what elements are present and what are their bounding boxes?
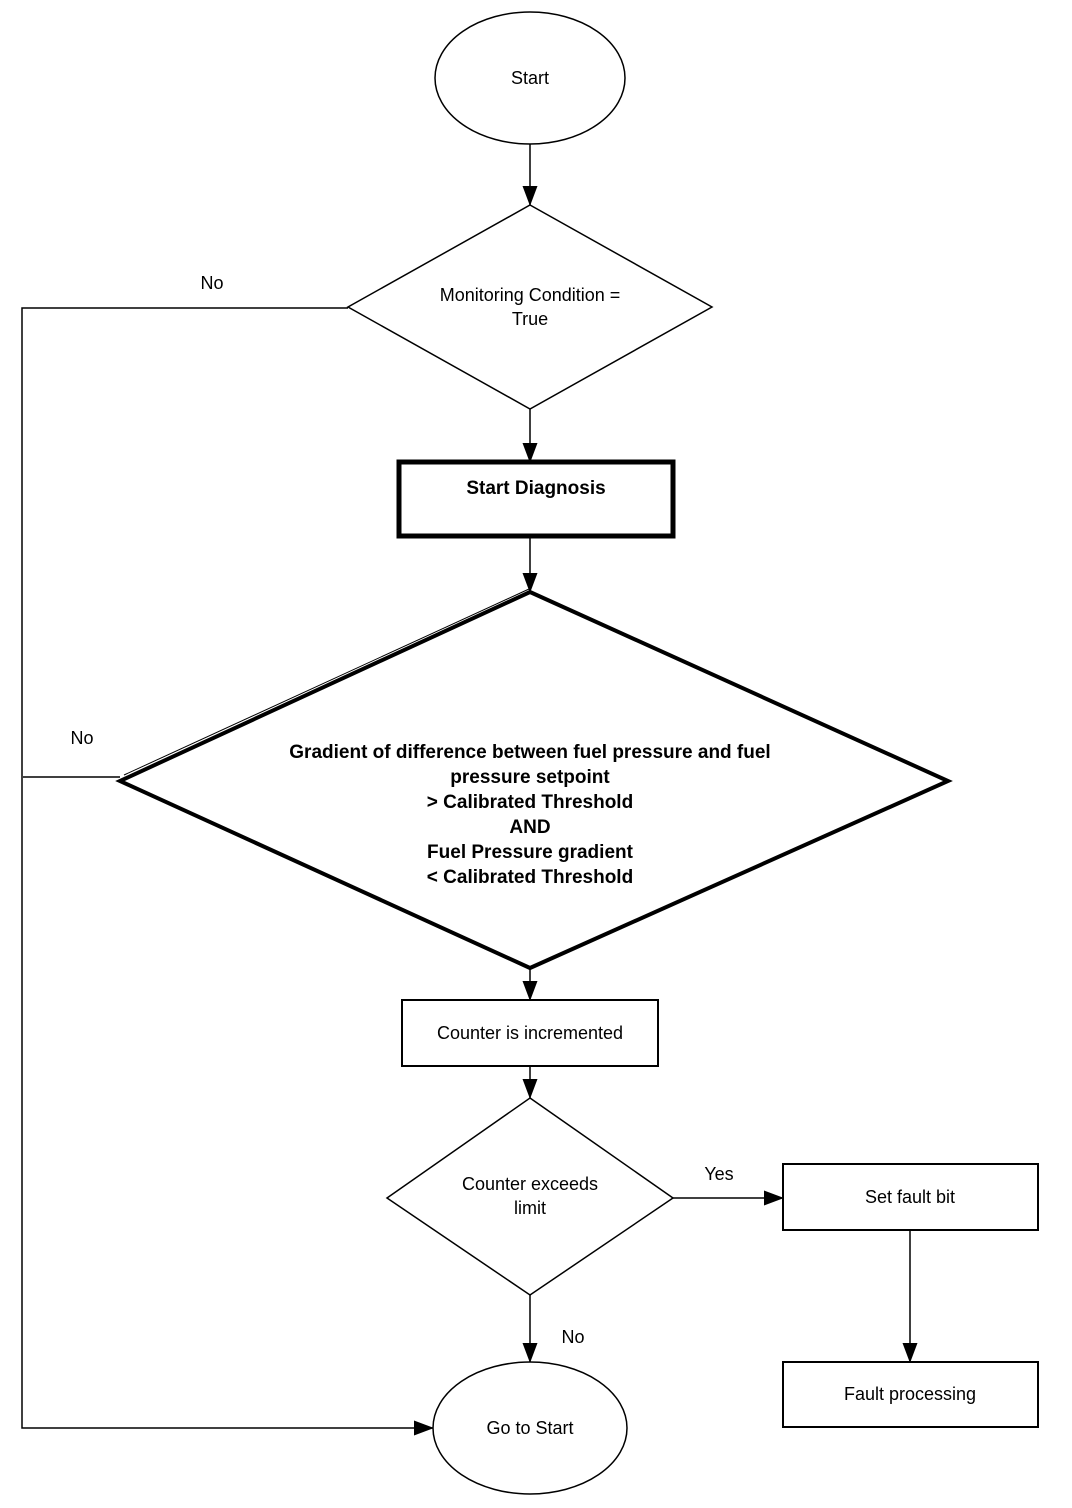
gradient-check-label-line3: > Calibrated Threshold bbox=[426, 792, 634, 813]
edge-label-counter-no: No bbox=[561, 1327, 585, 1347]
edge-label-monitoring-no: No bbox=[200, 273, 224, 293]
go-to-start-label: Go to Start bbox=[486, 1418, 574, 1438]
counter-exceeds-label-line1: Counter exceeds bbox=[461, 1174, 599, 1194]
fault-processing-process-shape bbox=[782, 1361, 1039, 1428]
gradient-check-label-line5: Fuel Pressure gradient bbox=[427, 842, 633, 863]
counter-incremented-process-shape bbox=[401, 999, 659, 1067]
edge-label-gradient-no: No bbox=[70, 728, 94, 748]
fault-processing-label: Fault processing bbox=[843, 1384, 977, 1404]
counter-exceeds-decision-shape bbox=[385, 1097, 675, 1296]
counter-exceeds-label-line2: limit bbox=[514, 1198, 546, 1218]
start-label: Start bbox=[510, 68, 550, 88]
edge-no-return-to-go-to-start bbox=[21, 307, 434, 1436]
start-diagnosis-label: Start Diagnosis bbox=[466, 478, 606, 499]
monitoring-condition-label-line1: Monitoring Condition = bbox=[439, 285, 621, 305]
set-fault-bit-label: Set fault bit bbox=[864, 1187, 956, 1207]
monitoring-condition-decision-shape bbox=[346, 204, 714, 410]
start-diagnosis-process-shape bbox=[396, 459, 676, 539]
edge-label-counter-yes: Yes bbox=[704, 1164, 734, 1184]
gradient-check-label-line4: AND bbox=[509, 817, 551, 838]
gradient-check-edge-artifact-line bbox=[123, 588, 530, 776]
gradient-check-decision-shape bbox=[115, 589, 953, 971]
monitoring-condition-label: Monitoring Condition = True bbox=[440, 283, 621, 331]
counter-incremented-label: Counter is incremented bbox=[436, 1023, 624, 1043]
gradient-check-label-line1: Gradient of difference between fuel pres… bbox=[289, 742, 771, 763]
gradient-check-label-line2: pressure setpoint bbox=[450, 767, 610, 788]
gradient-check-label: Gradient of difference between fuel pres… bbox=[289, 740, 770, 890]
counter-exceeds-label: Counter exceeds limit bbox=[462, 1172, 598, 1220]
start-terminator-shape bbox=[434, 11, 626, 145]
monitoring-condition-label-line2: True bbox=[511, 309, 549, 329]
gradient-check-label-line6: < Calibrated Threshold bbox=[426, 867, 634, 888]
go-to-start-terminator-shape bbox=[432, 1361, 628, 1495]
set-fault-bit-process-shape bbox=[782, 1163, 1039, 1231]
